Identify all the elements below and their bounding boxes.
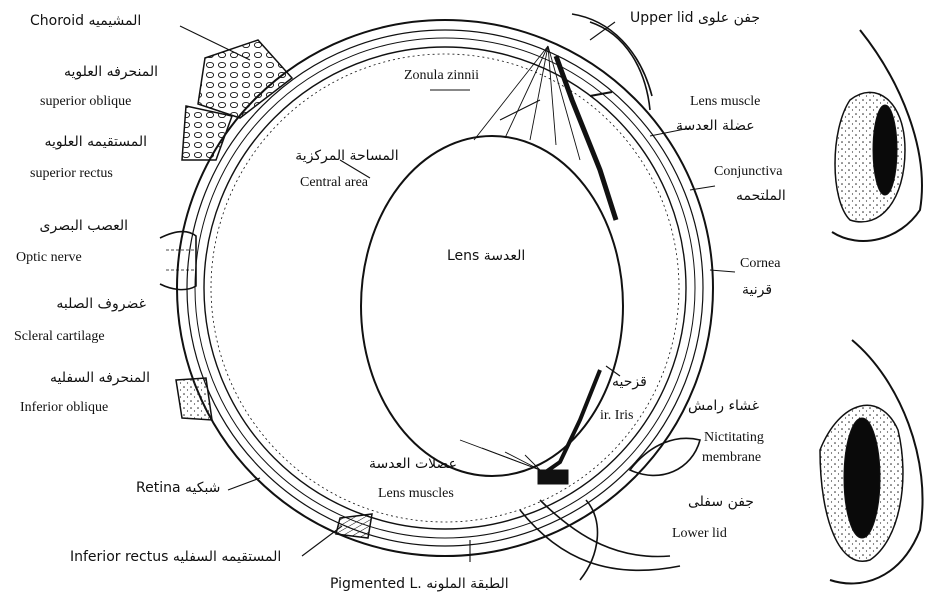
lens-muscles-label-en: Lens muscles <box>378 486 454 502</box>
inset-bottom <box>820 340 923 583</box>
retina-label: Retina شبكيه <box>136 480 220 496</box>
inset-top <box>832 30 922 241</box>
cornea-label-ar: قرنية <box>742 282 772 298</box>
lens-shape <box>361 136 623 476</box>
zonula-label: Zonula zinnii <box>404 68 479 84</box>
choroid-label: Choroid المشيميه <box>30 13 141 29</box>
iris-label-ar: قزحيه <box>612 374 647 390</box>
scleral-cartilage-label-en: Scleral cartilage <box>14 329 105 345</box>
nictitating-label-en-1: Nictitating <box>704 430 764 446</box>
inferior-oblique-label-ar: المنحرفه السفليه <box>0 370 150 386</box>
lower-lid-label-ar: جفن سفلى <box>688 494 754 510</box>
cornea-label-en: Cornea <box>740 256 780 272</box>
superior-oblique-label-en: superior oblique <box>40 94 131 110</box>
lens-muscle-label-ar: عضلة العدسة <box>676 118 755 134</box>
inferior-oblique-label-en: Inferior oblique <box>20 400 108 416</box>
pigmented-layer-label: Pigmented L. الطبقة الملونه <box>330 576 509 592</box>
lens-label: العدسة Lens <box>447 248 525 264</box>
nictitating-label-en-2: membrane <box>702 450 761 466</box>
optic-nerve-label-ar: العصب البصرى <box>0 218 128 234</box>
scleral-cartilage-label-ar: غضروف الصلبه <box>0 296 146 312</box>
central-area-label-ar: المساحة المركزية <box>277 148 417 164</box>
lens-muscles-label-ar: عضلات العدسة <box>348 456 478 472</box>
superior-oblique-label-ar: المنحرفه العلويه <box>18 64 158 80</box>
superior-rectus-label-en: superior rectus <box>30 166 113 182</box>
lower-lid-label-en: Lower lid <box>672 526 727 542</box>
iris-label-en: ir. Iris <box>600 408 633 424</box>
upper-lid-label: جفن علوى Upper lid <box>630 10 760 26</box>
superior-rectus-label-ar: المستقيمه العلويه <box>0 134 147 150</box>
lens-muscle-label-en: Lens muscle <box>690 94 760 110</box>
conjunctiva-label-en: Conjunctiva <box>714 164 782 180</box>
muscles <box>176 40 372 538</box>
inferior-rectus-label: Inferior rectus المستقيمه السفليه <box>70 549 281 565</box>
central-area-label-en: Central area <box>300 175 368 191</box>
nictitating-label-ar: غشاء رامش <box>688 398 759 414</box>
optic-nerve-label-en: Optic nerve <box>16 250 82 266</box>
conjunctiva-label-ar: الملتحمه <box>736 188 786 204</box>
